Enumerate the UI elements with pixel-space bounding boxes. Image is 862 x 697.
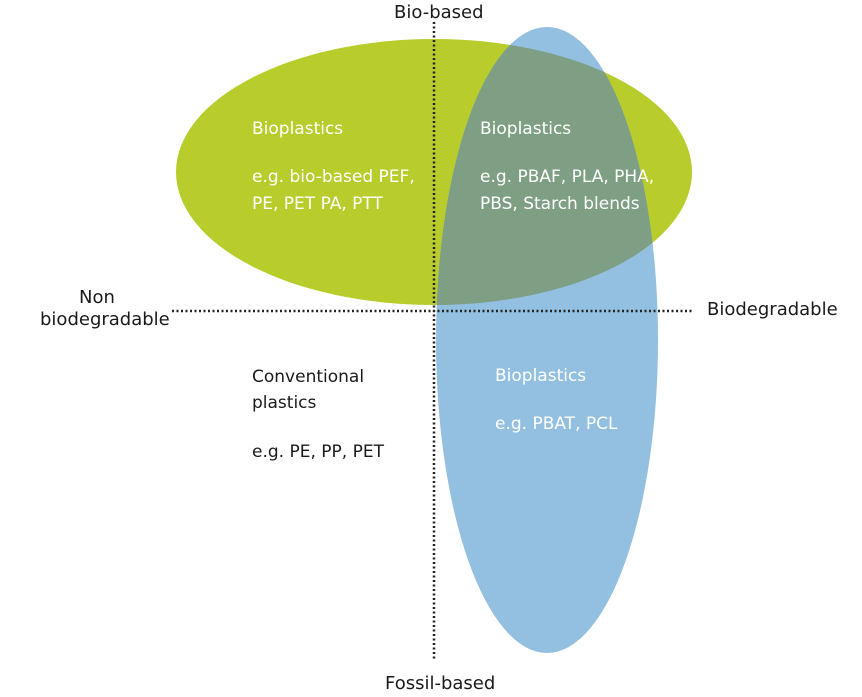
- quadrant-example-line: e.g. PBAT, PCL: [495, 414, 618, 435]
- quadrant-example-line: e.g. bio-based PEF,: [252, 167, 415, 188]
- quadrant-title: Bioplastics: [495, 366, 587, 386]
- quadrant-top-right: Bioplastics e.g. PBAF, PLA, PHA, PBS, St…: [480, 116, 654, 217]
- axis-label-bottom: Fossil-based: [385, 673, 496, 694]
- quadrant-example-line: PBS, Starch blends: [480, 193, 640, 214]
- axis-label-left-line2: biodegradable: [40, 308, 170, 330]
- quadrant-example-line: PE, PET PA, PTT: [252, 193, 383, 214]
- quadrant-example-line: e.g. PBAF, PLA, PHA,: [480, 167, 655, 188]
- quadrant-title: Conventional: [252, 367, 365, 387]
- quadrant-title: plastics: [252, 393, 317, 414]
- axis-label-right: Biodegradable: [707, 299, 838, 320]
- quadrant-top-left: Bioplastics e.g. bio-based PEF, PE, PET …: [252, 116, 415, 217]
- axis-label-left: Non biodegradable: [40, 287, 170, 330]
- quadrant-title: Bioplastics: [252, 119, 344, 139]
- quadrant-example-line: e.g. PE, PP, PET: [252, 441, 384, 462]
- axis-label-left-line1: Non: [79, 287, 115, 308]
- quadrant-bottom-left: Conventional plastics e.g. PE, PP, PET: [252, 364, 384, 465]
- quadrant-title: Bioplastics: [480, 119, 572, 139]
- quadrant-bottom-right: Bioplastics e.g. PBAT, PCL: [495, 363, 617, 438]
- axis-label-top: Bio-based: [394, 2, 484, 23]
- overlap-region: [436, 39, 658, 305]
